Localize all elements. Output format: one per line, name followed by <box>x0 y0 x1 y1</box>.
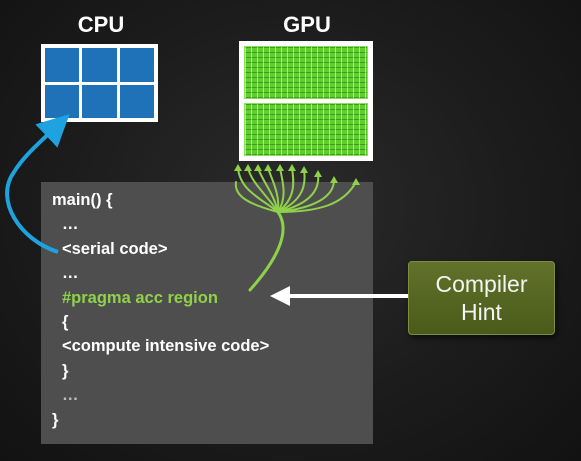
code-line-pragma: #pragma acc region <box>62 288 218 307</box>
code-line-compute: <compute intensive code> <box>62 337 270 356</box>
gpu-label: GPU <box>283 12 331 37</box>
code-line: … <box>62 215 79 234</box>
cpu-core <box>82 84 117 118</box>
code-panel: main() { … <serial code> … #pragma acc r… <box>41 182 373 444</box>
cpu-core <box>45 84 80 118</box>
cpu-core <box>45 48 80 82</box>
code-line: … <box>62 386 79 405</box>
code-line: } <box>52 410 59 429</box>
cpu-core <box>119 48 154 82</box>
code-line: } <box>62 361 69 380</box>
gpu-core-array-bottom <box>244 103 368 156</box>
gpu-arrowheads <box>234 164 360 185</box>
hint-line-1: Compiler <box>435 271 528 297</box>
cpu-core <box>82 48 117 82</box>
gpu-core-array-top <box>244 46 368 99</box>
cpu-label: CPU <box>77 12 125 37</box>
serial-to-cpu-arrow <box>5 113 70 254</box>
cpu-chip <box>41 44 158 122</box>
hint-line-2: Hint <box>461 299 502 325</box>
code-line: … <box>62 264 79 283</box>
code-line: main() { <box>52 191 113 209</box>
gpu-chip <box>239 41 373 161</box>
pragma-to-gpu-arrow <box>234 167 357 292</box>
code-line: { <box>62 312 69 331</box>
code-line-serial: <serial code> <box>62 239 168 258</box>
cpu-core <box>119 84 154 118</box>
compiler-hint-box: Compiler Hint <box>408 261 555 335</box>
